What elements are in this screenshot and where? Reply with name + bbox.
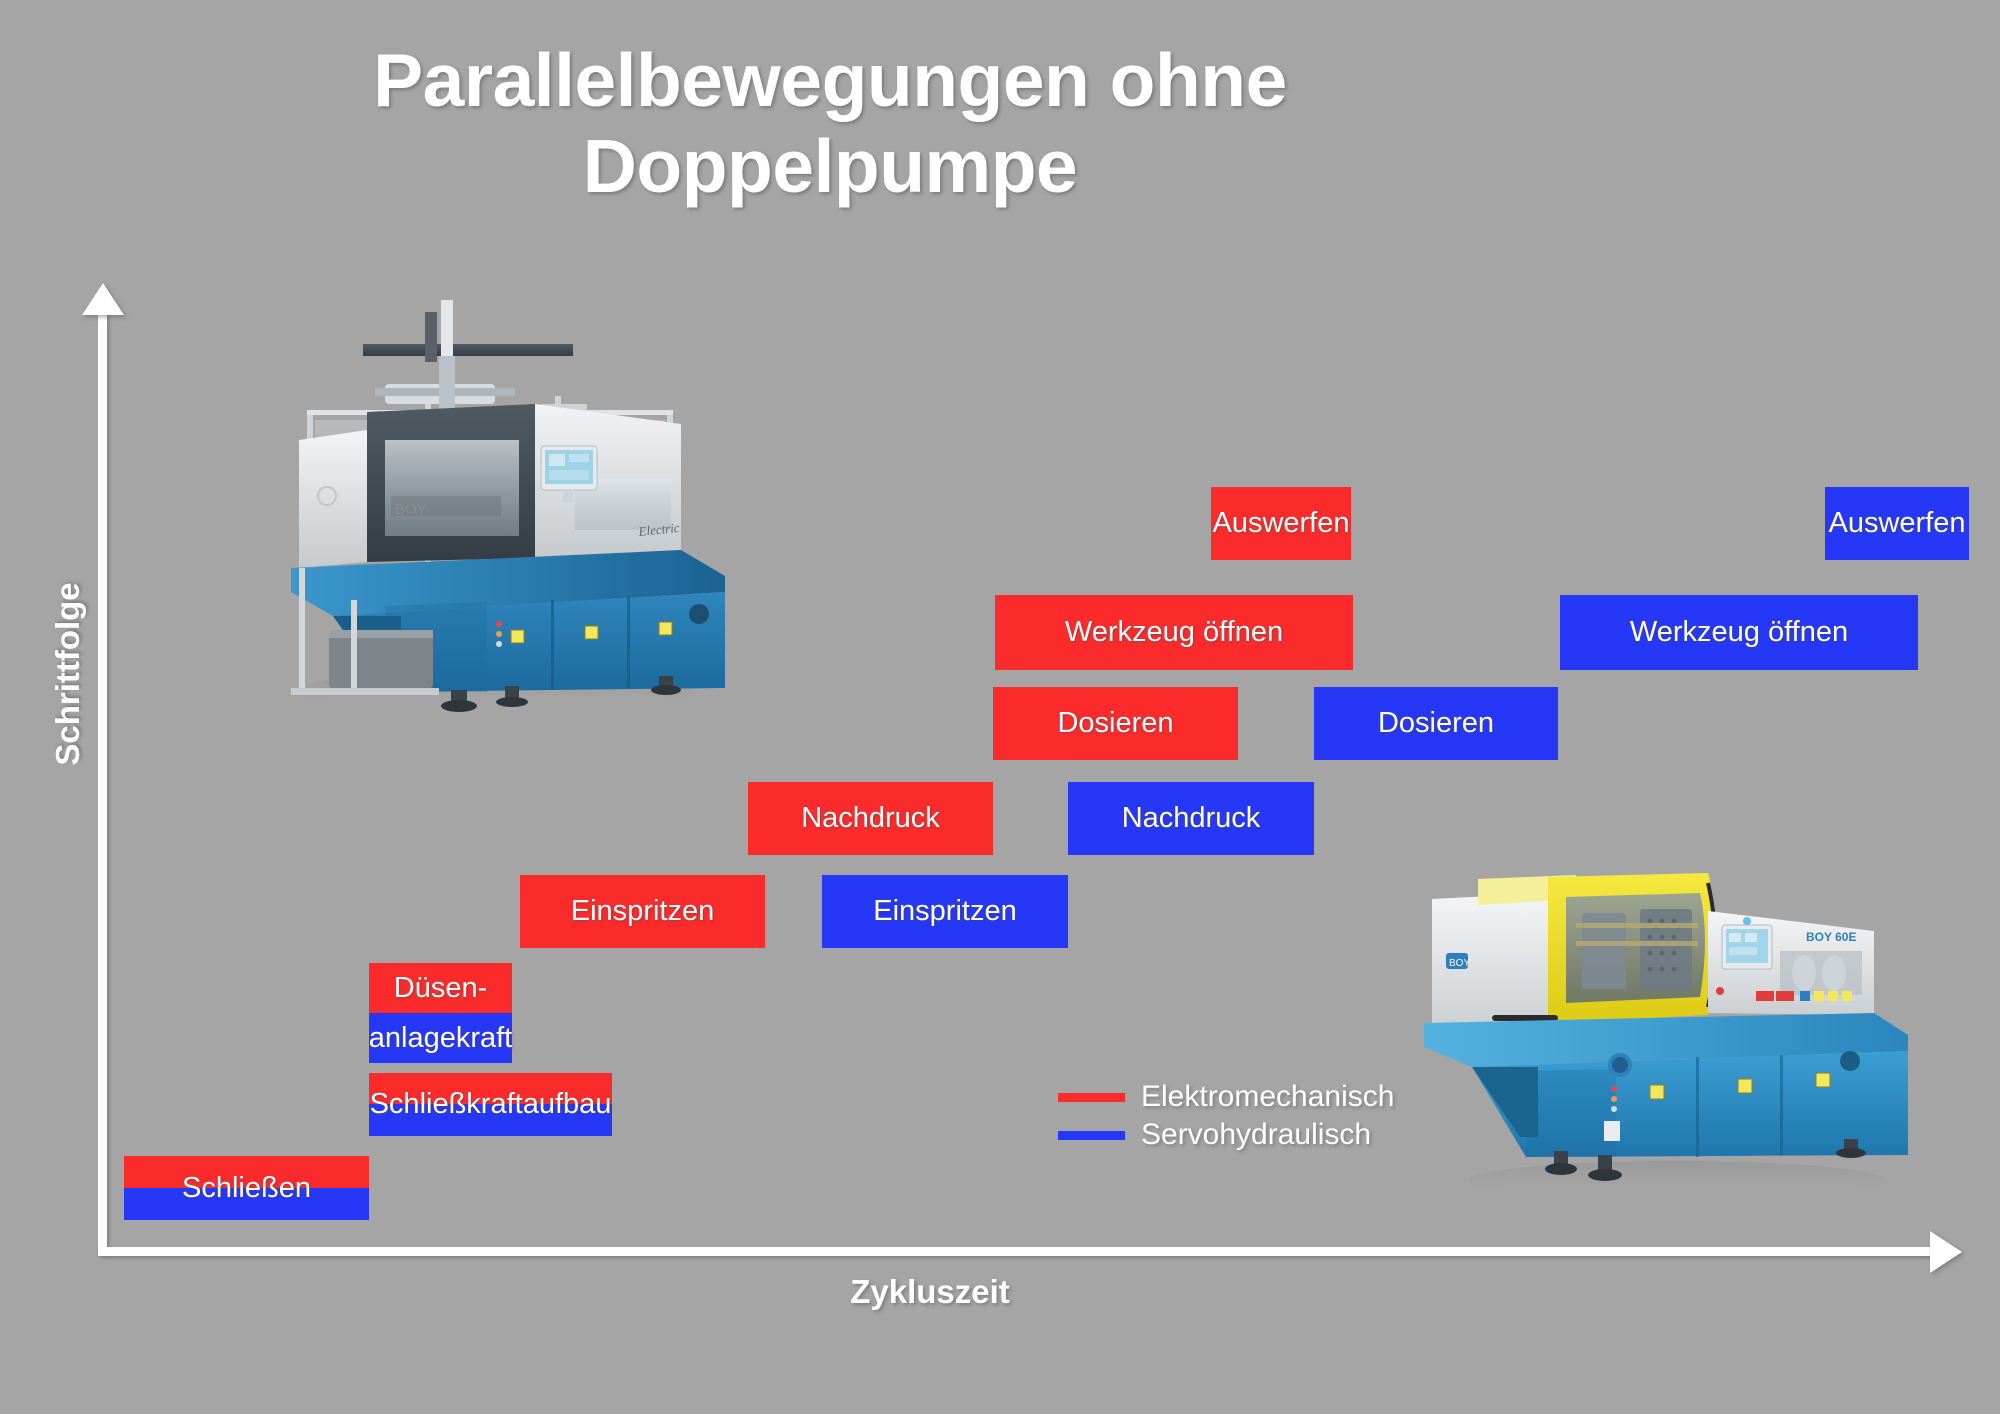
legend: Elektromechanisch Servohydraulisch (1058, 1078, 1394, 1154)
bar-duesenanlagekraft-elektromechanisch[interactable]: Düsen- (369, 963, 512, 1013)
x-axis-label: Zykluszeit (850, 1273, 1010, 1310)
bar-werkzeug-oeffnen-servohydraulisch[interactable]: Werkzeug öffnen (1560, 595, 1918, 670)
bar-label: Einspritzen (873, 895, 1017, 927)
bar-duesenanlagekraft-servohydraulisch[interactable]: anlagekraft (369, 1013, 512, 1063)
bar-label: Schließen (182, 1171, 311, 1204)
bar-auswerfen-elektromechanisch[interactable]: Auswerfen (1211, 487, 1351, 560)
bar-label-top: Düsen- (393, 971, 488, 1004)
svg-text:BOY: BOY (395, 501, 427, 518)
y-axis-line (98, 300, 107, 1252)
legend-item-elektromechanisch: Elektromechanisch (1058, 1078, 1394, 1116)
x-axis-line (98, 1247, 1936, 1256)
bar-label: Nachdruck (1121, 802, 1261, 834)
legend-label: Elektromechanisch (1141, 1080, 1395, 1113)
bar-label-schliesskraftaufbau: Schließkraftaufbau (369, 1073, 612, 1136)
x-axis-arrow-icon (1930, 1231, 1962, 1273)
bar-werkzeug-oeffnen-elektromechanisch[interactable]: Werkzeug öffnen (995, 595, 1353, 670)
machine-photo-right: BOY BOY 60E (1424, 873, 1908, 1201)
legend-swatch-icon-blue (1058, 1130, 1125, 1140)
bar-label: Einspritzen (570, 895, 715, 927)
page-title: Parallelbewegungen ohne Doppelpumpe (373, 38, 1287, 208)
bar-schliessen-servohydraulisch[interactable] (124, 1188, 369, 1220)
y-axis-arrow-icon (82, 283, 124, 315)
legend-label: Servohydraulisch (1141, 1118, 1372, 1151)
bar-label: Dosieren (1057, 707, 1174, 739)
bar-label: Werkzeug öffnen (1064, 616, 1284, 648)
bar-schliesskraftaufbau-servohydraulisch[interactable] (369, 1104, 612, 1136)
bar-dosieren-elektromechanisch[interactable]: Dosieren (993, 687, 1238, 760)
bar-label: Nachdruck (801, 802, 940, 834)
bar-dosieren-servohydraulisch[interactable]: Dosieren (1314, 687, 1558, 760)
bar-schliesskraftaufbau-elektromechanisch[interactable] (369, 1073, 612, 1104)
bar-label: Werkzeug öffnen (1629, 616, 1849, 648)
svg-text:Electric: Electric (637, 520, 681, 539)
bar-label-schliessen: Schließen (124, 1156, 369, 1220)
bar-label: Auswerfen (1828, 507, 1966, 539)
bar-einspritzen-servohydraulisch[interactable]: Einspritzen (822, 875, 1068, 948)
legend-swatch-icon-red (1058, 1092, 1125, 1102)
bar-label-bottom: anlagekraft (368, 1021, 513, 1054)
bar-nachdruck-servohydraulisch[interactable]: Nachdruck (1068, 782, 1314, 855)
bar-label: Dosieren (1377, 707, 1495, 739)
bar-auswerfen-servohydraulisch[interactable]: Auswerfen (1825, 487, 1969, 560)
machine-photo-left: BOY Electric (291, 300, 725, 714)
y-axis-label: Schrittfolge (49, 582, 86, 766)
bar-nachdruck-elektromechanisch[interactable]: Nachdruck (748, 782, 993, 855)
bar-einspritzen-elektromechanisch[interactable]: Einspritzen (520, 875, 765, 948)
bar-label: Schließkraftaufbau (369, 1088, 612, 1120)
svg-text:BOY 60E: BOY 60E (1806, 930, 1856, 944)
svg-text:BOY: BOY (1449, 958, 1470, 969)
bar-label: Auswerfen (1212, 507, 1350, 539)
bar-schliessen-elektromechanisch[interactable] (124, 1156, 369, 1188)
legend-item-servohydraulisch: Servohydraulisch (1058, 1116, 1394, 1154)
